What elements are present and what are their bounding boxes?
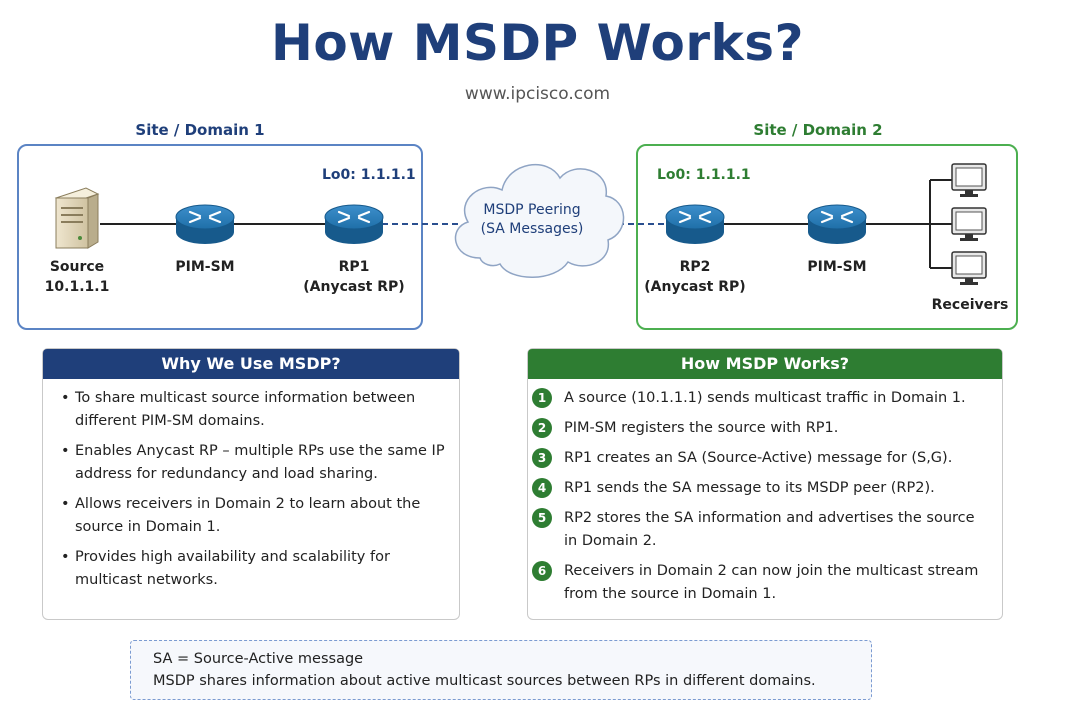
pim-sm-2-label: PIM-SM xyxy=(807,259,867,275)
monitor-icon xyxy=(951,207,987,241)
receivers-label: Receivers xyxy=(931,297,1009,313)
rp1-name: RP1 xyxy=(338,259,370,275)
page-title: How MSDP Works? xyxy=(270,14,804,72)
server-icon xyxy=(54,187,100,249)
step-number-badge: 1 xyxy=(532,388,552,408)
pim-sm-1-label: PIM-SM xyxy=(175,259,235,275)
list-item: To share multicast source information be… xyxy=(43,387,459,433)
cloud-icon xyxy=(454,163,625,278)
router-icon xyxy=(175,204,235,244)
note-line-1: SA = Source-Active message xyxy=(153,651,364,667)
list-item: Allows receivers in Domain 2 to learn ab… xyxy=(43,493,459,539)
step-number-badge: 2 xyxy=(532,418,552,438)
cloud-label-line2: (SA Messages) xyxy=(480,221,584,237)
rp2-label: RP2 (Anycast RP) xyxy=(635,257,755,297)
rp1-role: (Anycast RP) xyxy=(303,279,405,295)
how-panel-title: How MSDP Works? xyxy=(528,349,1002,379)
router-icon xyxy=(324,204,384,244)
site2-label: Site / Domain 2 xyxy=(753,121,883,139)
cloud-label: MSDP Peering (SA Messages) xyxy=(470,201,594,239)
source-label-ip: 10.1.1.1 xyxy=(44,279,110,295)
step-number-badge: 6 xyxy=(532,561,552,581)
monitor-icon xyxy=(951,163,987,197)
why-panel: Why We Use MSDP? To share multicast sour… xyxy=(42,348,460,620)
note-line-2: MSDP shares information about active mul… xyxy=(153,673,816,689)
list-item: Provides high availability and scalabili… xyxy=(43,546,459,592)
rp2-lo0-label: Lo0: 1.1.1.1 xyxy=(657,167,751,183)
network-diagram xyxy=(54,163,987,285)
router-icon xyxy=(807,204,867,244)
router-icon xyxy=(665,204,725,244)
rp1-label: RP1 (Anycast RP) xyxy=(294,257,414,297)
why-panel-title: Why We Use MSDP? xyxy=(43,349,459,379)
page-subtitle: www.ipcisco.com xyxy=(464,84,611,104)
why-list: To share multicast source information be… xyxy=(43,387,459,592)
domain1-box xyxy=(17,144,423,330)
source-label-name: Source xyxy=(49,259,105,275)
step-number-badge: 3 xyxy=(532,448,552,468)
list-item: Enables Anycast RP – multiple RPs use th… xyxy=(43,440,459,486)
rp2-role: (Anycast RP) xyxy=(644,279,746,295)
site1-label: Site / Domain 1 xyxy=(135,121,265,139)
step-number-badge: 4 xyxy=(532,478,552,498)
source-label: Source 10.1.1.1 xyxy=(27,257,127,297)
note-box: SA = Source-Active message MSDP shares i… xyxy=(130,640,872,700)
step-number-badge: 5 xyxy=(532,508,552,528)
monitor-icon xyxy=(951,251,987,285)
rp1-lo0-label: Lo0: 1.1.1.1 xyxy=(322,167,416,183)
cloud-label-line1: MSDP Peering xyxy=(483,202,581,218)
domain2-box xyxy=(636,144,1018,330)
rp2-name: RP2 xyxy=(679,259,711,275)
